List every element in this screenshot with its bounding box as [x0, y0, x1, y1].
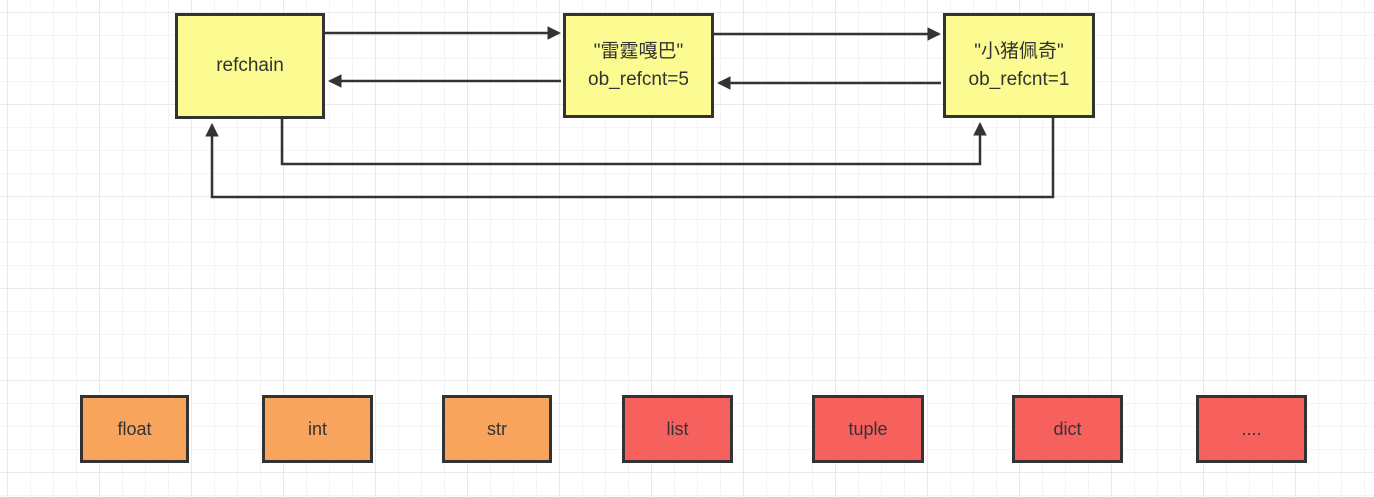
node-object-2-name: "小猪佩奇"	[974, 40, 1064, 62]
type-box-ellipsis-label: ....	[1241, 418, 1262, 439]
type-box-float-label: float	[117, 418, 152, 439]
type-box-tuple: tuple	[812, 395, 924, 463]
type-box-dict-label: dict	[1053, 418, 1082, 439]
arrow-refchain-to-obj2-bottom	[280, 118, 987, 166]
node-object-1-name: "雷霆嘎巴"	[593, 40, 684, 62]
node-refchain-label: refchain	[216, 55, 284, 77]
node-object-1-refcnt: ob_refcnt=5	[588, 68, 689, 90]
type-box-ellipsis: ....	[1196, 395, 1307, 463]
arrow-obj2-to-refchain-bottom	[205, 118, 1055, 199]
node-object-2: "小猪佩奇" ob_refcnt=1	[943, 13, 1095, 118]
type-box-str: str	[442, 395, 552, 463]
type-box-dict: dict	[1012, 395, 1123, 463]
type-box-list-label: list	[666, 418, 689, 439]
type-box-float: float	[80, 395, 189, 463]
type-box-str-label: str	[487, 418, 507, 439]
type-box-tuple-label: tuple	[848, 418, 888, 439]
type-box-list: list	[622, 395, 733, 463]
node-object-1: "雷霆嘎巴" ob_refcnt=5	[563, 13, 714, 118]
type-box-int: int	[262, 395, 373, 463]
node-object-2-refcnt: ob_refcnt=1	[968, 68, 1070, 90]
type-box-int-label: int	[307, 418, 327, 439]
node-refchain: refchain	[175, 13, 325, 119]
